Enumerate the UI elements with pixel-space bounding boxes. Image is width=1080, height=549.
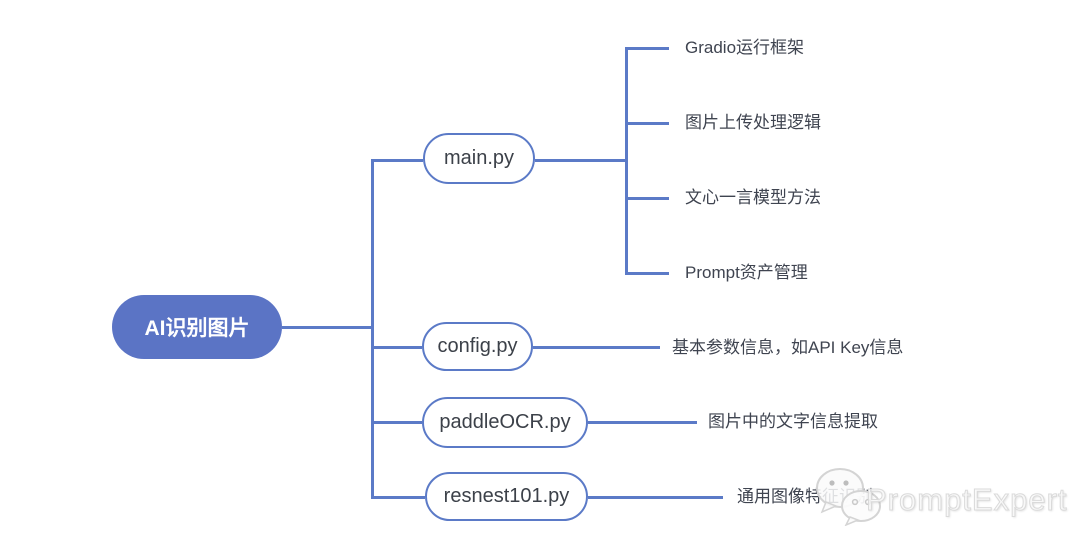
node-paddleocr-py: paddleOCR.py	[422, 397, 588, 448]
connector-branch-paddleocr	[371, 420, 422, 424]
connector-leaf-resnest	[588, 495, 723, 499]
leaf-prompt-asset-management: Prompt资产管理	[685, 262, 808, 282]
connector-trunk-level2	[625, 46, 628, 275]
node-root-label: AI识别图片	[144, 317, 250, 340]
leaf-image-upload-logic: 图片上传处理逻辑	[685, 112, 821, 132]
connector-branch-main	[371, 158, 423, 162]
node-root: AI识别图片	[112, 295, 282, 359]
node-main-py: main.py	[423, 133, 535, 184]
connector-branch-resnest	[371, 495, 425, 499]
connector-leaf-gradio	[625, 46, 669, 50]
connector-leaf-wenxin	[625, 196, 669, 200]
wechat-icon	[816, 468, 881, 526]
node-resnest101-py: resnest101.py	[425, 472, 588, 521]
connector-main-trunk	[535, 158, 625, 162]
node-paddleocr-py-label: paddleOCR.py	[439, 411, 571, 433]
connector-root-trunk	[282, 325, 372, 329]
node-config-py: config.py	[422, 322, 533, 371]
node-resnest101-py-label: resnest101.py	[443, 485, 570, 507]
connector-leaf-paddleocr	[588, 420, 697, 424]
connector-leaf-upload	[625, 121, 669, 125]
leaf-wenxin-model-method: 文心一言模型方法	[685, 187, 821, 207]
node-main-py-label: main.py	[443, 147, 515, 169]
connector-trunk-level1	[371, 158, 374, 499]
connector-leaf-config	[533, 345, 660, 349]
connector-leaf-prompt	[625, 271, 669, 275]
leaf-gradio-framework: Gradio运行框架	[685, 37, 805, 57]
node-config-py-label: config.py	[437, 335, 518, 357]
leaf-config-description: 基本参数信息，如API Key信息	[672, 337, 904, 357]
leaf-paddleocr-description: 图片中的文字信息提取	[708, 411, 878, 431]
connector-branch-config	[371, 345, 422, 349]
watermark-text: PromptExpert	[866, 482, 1068, 518]
